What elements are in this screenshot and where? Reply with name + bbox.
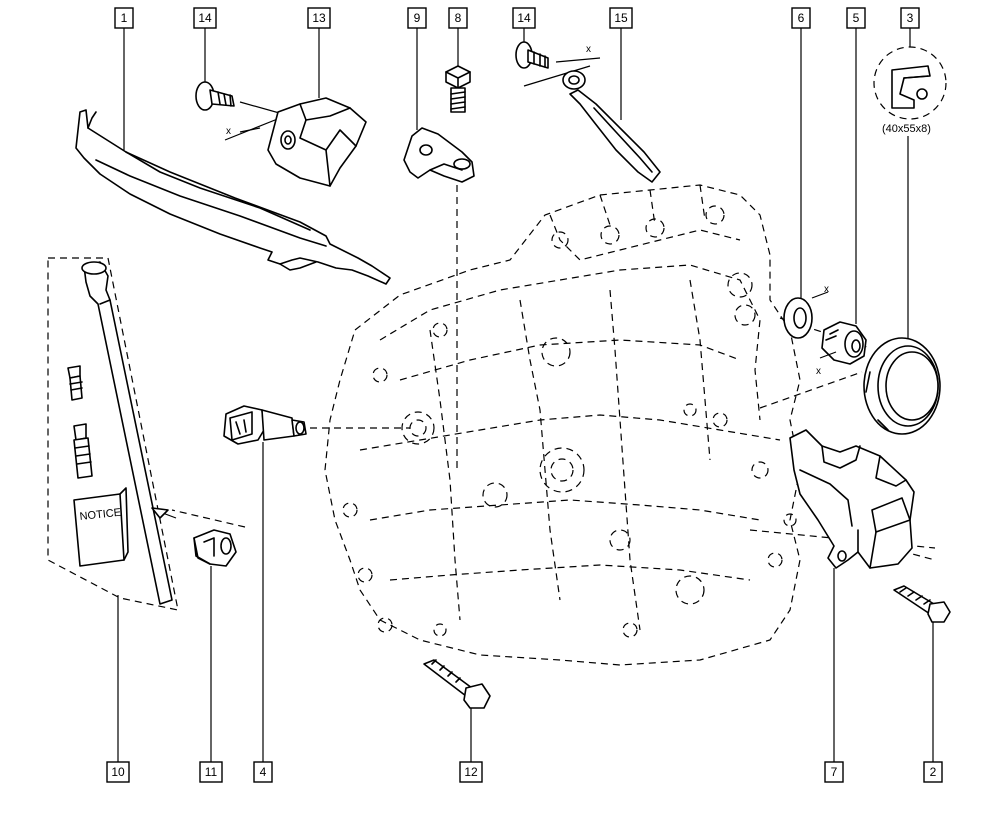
fitting-small bbox=[67, 365, 83, 401]
part-8-bolt bbox=[445, 65, 471, 113]
dimension-x-label-2: x bbox=[586, 44, 591, 55]
part-12-bolt bbox=[423, 659, 491, 709]
part-14-right-bolt: x bbox=[515, 41, 601, 87]
seal-size-label: (40x55x8) bbox=[882, 123, 931, 135]
svg-text:14: 14 bbox=[517, 11, 531, 25]
part-10-kit: NOTICE bbox=[47, 257, 179, 611]
svg-text:6: 6 bbox=[798, 11, 805, 25]
svg-text:3: 3 bbox=[907, 11, 914, 25]
callout-4: 4 bbox=[253, 761, 273, 783]
part-3-seal bbox=[863, 337, 941, 435]
part-5-plug: x x bbox=[811, 284, 867, 377]
part-9-plate bbox=[403, 127, 475, 183]
part-7-mount bbox=[789, 429, 915, 569]
seal-section-detail bbox=[873, 46, 947, 120]
svg-text:7: 7 bbox=[831, 765, 838, 779]
fitting-large bbox=[73, 423, 93, 479]
callout-14-left: 14 bbox=[193, 7, 217, 29]
callout-10: 10 bbox=[106, 761, 130, 783]
part-4-sensor bbox=[223, 405, 307, 445]
svg-text:4: 4 bbox=[260, 765, 267, 779]
notice-booklet: NOTICE bbox=[73, 487, 129, 567]
part-15-lever bbox=[562, 70, 661, 183]
svg-text:5: 5 bbox=[853, 11, 860, 25]
svg-text:8: 8 bbox=[455, 11, 462, 25]
dimension-x-label-3: x bbox=[824, 284, 829, 295]
part-11-clip bbox=[193, 529, 237, 567]
svg-text:14: 14 bbox=[198, 11, 212, 25]
gearbox-housing bbox=[324, 184, 801, 666]
callout-11: 11 bbox=[199, 761, 223, 783]
svg-text:13: 13 bbox=[312, 11, 326, 25]
svg-text:12: 12 bbox=[464, 765, 478, 779]
part-13-bracket bbox=[267, 97, 367, 187]
callout-14-right: 14 bbox=[512, 7, 536, 29]
callout-15: 15 bbox=[609, 7, 633, 29]
leader-lines bbox=[117, 28, 934, 762]
callout-5: 5 bbox=[846, 7, 866, 29]
svg-text:1: 1 bbox=[121, 11, 128, 25]
notice-label: NOTICE bbox=[79, 507, 122, 523]
callout-2: 2 bbox=[923, 761, 943, 783]
callout-7: 7 bbox=[824, 761, 844, 783]
callout-8: 8 bbox=[448, 7, 468, 29]
svg-text:11: 11 bbox=[205, 765, 218, 779]
callout-9: 9 bbox=[407, 7, 427, 29]
callout-1: 1 bbox=[114, 7, 134, 29]
svg-text:15: 15 bbox=[614, 11, 628, 25]
callout-12: 12 bbox=[459, 761, 483, 783]
part-1-rail bbox=[75, 109, 391, 285]
dimension-x-label-4: x bbox=[816, 366, 821, 377]
svg-text:9: 9 bbox=[414, 11, 421, 25]
dimension-x-label: x bbox=[226, 126, 231, 137]
callout-3: 3 bbox=[900, 7, 920, 29]
part-2-bolt bbox=[893, 585, 951, 623]
callout-13: 13 bbox=[307, 7, 331, 29]
callout-6: 6 bbox=[791, 7, 811, 29]
svg-text:2: 2 bbox=[930, 765, 937, 779]
part-6-washer bbox=[783, 297, 813, 339]
svg-text:10: 10 bbox=[111, 765, 125, 779]
